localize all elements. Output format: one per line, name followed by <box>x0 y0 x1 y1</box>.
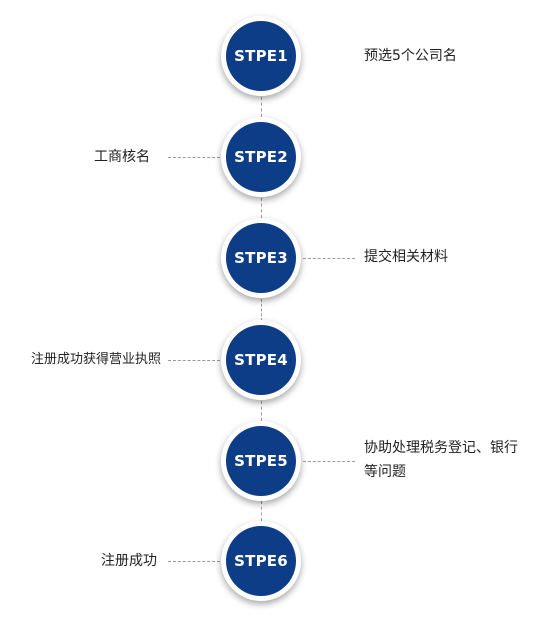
step-4-description: 注册成功获得营业执照 <box>30 352 161 367</box>
timeline-spine-1 <box>261 97 262 117</box>
step-4-circle: STPE4 <box>221 320 301 400</box>
step-5-description: 协助处理税务登记、银行 等问题 <box>364 436 518 484</box>
step-6-badge: STPE6 <box>226 526 296 596</box>
step-5-label: STPE5 <box>234 452 288 470</box>
step-6-circle: STPE6 <box>221 521 301 601</box>
step-1-label: STPE1 <box>234 47 288 65</box>
step-5-description-line-2: 等问题 <box>364 464 406 480</box>
step-1-circle: STPE1 <box>221 16 301 96</box>
step-5-connector <box>303 461 355 462</box>
step-3-connector <box>303 258 355 259</box>
step-5-circle: STPE5 <box>221 421 301 501</box>
step-6-connector <box>168 561 220 562</box>
timeline-spine-2 <box>261 198 262 218</box>
step-3-badge: STPE3 <box>226 223 296 293</box>
step-3-label: STPE3 <box>234 249 288 267</box>
step-2-description: 工商核名 <box>94 149 150 165</box>
step-3-description: 提交相关材料 <box>364 249 448 265</box>
step-6-label: STPE6 <box>234 552 288 570</box>
step-4-badge: STPE4 <box>226 325 296 395</box>
step-1-description: 预选5个公司名 <box>364 48 457 64</box>
timeline-spine-5 <box>261 501 262 521</box>
step-5-badge: STPE5 <box>226 426 296 496</box>
step-2-badge: STPE2 <box>226 122 296 192</box>
step-2-connector <box>168 157 220 158</box>
step-1-badge: STPE1 <box>226 21 296 91</box>
step-2-circle: STPE2 <box>221 117 301 197</box>
step-4-connector <box>168 360 220 361</box>
timeline-spine-3 <box>261 299 262 321</box>
timeline-spine-4 <box>261 401 262 421</box>
step-4-label: STPE4 <box>234 351 288 369</box>
step-5-description-line-1: 协助处理税务登记、银行 <box>364 440 518 456</box>
step-6-description: 注册成功 <box>101 553 157 569</box>
step-2-label: STPE2 <box>234 148 288 166</box>
step-3-circle: STPE3 <box>221 218 301 298</box>
